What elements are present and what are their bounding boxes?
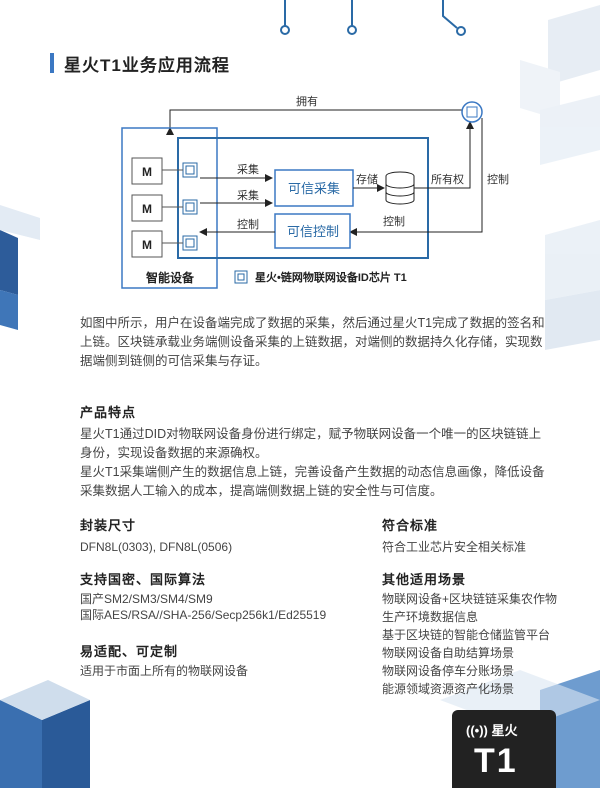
list-item: 物联网设备+区块链链采集农作物: [382, 592, 558, 606]
standard-heading: 符合标准: [382, 518, 439, 533]
badge-brand-row: ((•)) 星火: [466, 720, 518, 739]
control-label-right: 控制: [487, 172, 509, 186]
svg-text:M: M: [142, 238, 152, 252]
svg-text:M: M: [142, 202, 152, 216]
scenarios-list: 物联网设备+区块链链采集农作物 生产环境数据信息 基于区块链的智能仓储监管平台 …: [382, 590, 572, 698]
chip-legend-icon: [234, 270, 248, 284]
adaptable-value: 适用于市面上所有的物联网设备: [80, 664, 249, 678]
smart-device-label: 智能设备: [145, 270, 195, 285]
algorithms-line-2: 国际AES/RSA//SHA-256/Secp256k1/Ed25519: [80, 608, 327, 622]
own-label: 拥有: [296, 94, 318, 108]
intro-paragraph: 如图中所示，用户在设备端完成了数据的采集，然后通过星火T1完成了数据的签名和上链…: [80, 316, 545, 368]
package-value: DFN8L(0303), DFN8L(0506): [80, 540, 233, 554]
chip-legend-label: 星火•链网物联网设备ID芯片 T1: [255, 270, 407, 284]
control-label-mid: 控制: [383, 214, 405, 228]
features-heading: 产品特点: [80, 405, 137, 420]
scenarios-heading: 其他适用场景: [382, 572, 467, 587]
page-title: 星火T1业务应用流程: [64, 56, 230, 75]
cube-decoration-bottom-left: [0, 680, 90, 788]
badge-brand: 星火: [491, 723, 518, 738]
cube-decoration-top: [520, 5, 600, 165]
cube-decoration-right: [545, 220, 600, 350]
control-label-left: 控制: [237, 217, 259, 231]
m-box-1: M: [131, 157, 163, 185]
chip-icon: [182, 162, 198, 251]
m-box-2: M: [131, 194, 163, 222]
ownership-label: 所有权: [431, 172, 464, 186]
standard-value: 符合工业芯片安全相关标准: [382, 540, 527, 554]
smart-device-box: [121, 127, 218, 289]
badge-model: T1: [474, 742, 518, 780]
trusted-control-box: [274, 213, 351, 249]
m-box-3: M: [131, 230, 163, 258]
storage-label: 存储: [356, 172, 378, 186]
package-heading: 封装尺寸: [80, 518, 137, 533]
database-icon: [385, 171, 415, 205]
trusted-collect-label: 可信采集: [288, 181, 340, 196]
product-chip-badge: ((•)) 星火 T1: [452, 710, 556, 788]
user-blockchain-icon: [461, 101, 483, 123]
trusted-collect-box: [274, 169, 354, 207]
features-paragraph-2: 星火T1采集端侧产生的数据信息上链，完善设备产生数据的动态信息画像，降低设备采集…: [80, 465, 545, 498]
collect-label-1: 采集: [237, 162, 259, 176]
cube-decoration-left: [0, 205, 40, 330]
features-paragraph-1: 星火T1通过DID对物联网设备身份进行绑定，赋予物联网设备一个唯一的区块链链上身…: [80, 427, 542, 460]
list-item: 基于区块链的智能仓储监管平台: [382, 628, 551, 642]
list-item: 生产环境数据信息: [382, 610, 479, 624]
svg-text:M: M: [142, 165, 152, 179]
list-item: 能源领域资源资产化场景: [382, 682, 515, 696]
wireless-icon: ((•)): [466, 723, 488, 738]
collect-label-2: 采集: [237, 188, 259, 202]
circuit-lines: [280, 0, 466, 36]
algorithms-line-1: 国产SM2/SM3/SM4/SM9: [80, 592, 213, 606]
title-accent-bar: [50, 53, 54, 73]
algorithms-heading: 支持国密、国际算法: [80, 572, 207, 587]
list-item: 物联网设备自助结算场景: [382, 646, 515, 660]
chip-area-box: [177, 137, 429, 259]
list-item: 物联网设备停车分账场景: [382, 664, 515, 678]
adaptable-heading: 易适配、可定制: [80, 644, 179, 659]
flow-diagram: 拥有 M M M 采集 采集 可信采集 存储 所有权 控制 控制 可信控制 控制…: [121, 94, 509, 289]
trusted-control-label: 可信控制: [287, 224, 339, 239]
